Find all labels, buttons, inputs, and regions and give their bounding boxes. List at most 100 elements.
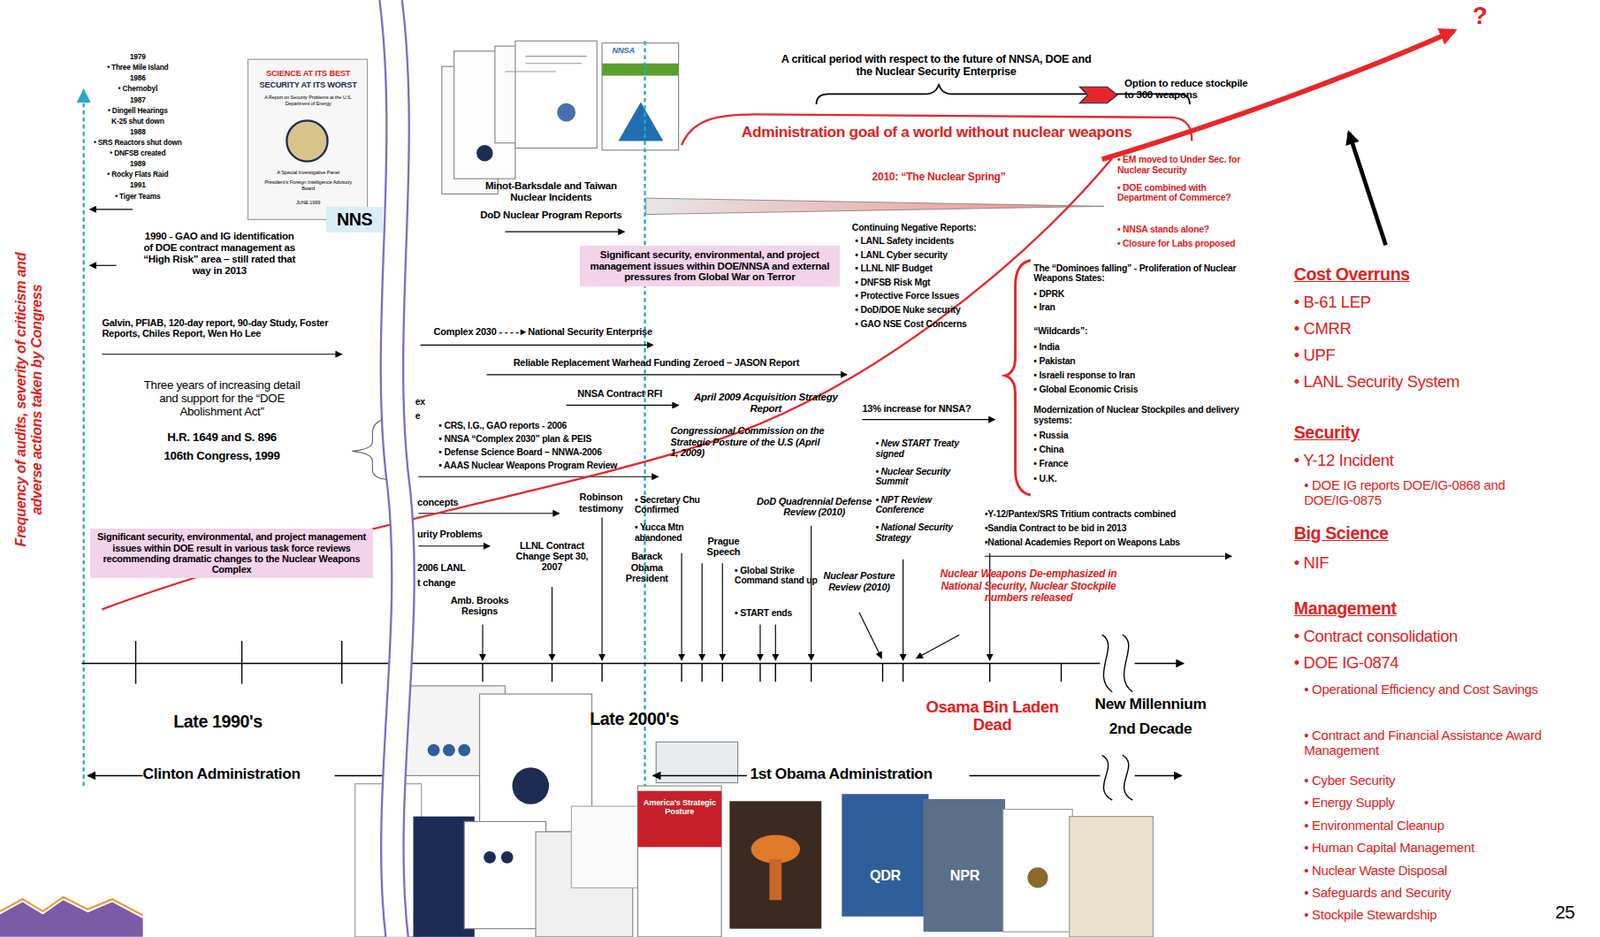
logo-mountain (0, 897, 144, 916)
timeline-label: Osama Bin Laden Dead (907, 698, 1076, 735)
timeline-label: • SRS Reactors shut down (86, 138, 189, 147)
timeline-axi (722, 662, 724, 682)
event-arrow (551, 586, 553, 661)
timeline-axi (1122, 634, 1134, 693)
timeline-label: • Protective Force Issues (854, 290, 1014, 302)
timeline-axi (1060, 662, 1062, 682)
report-cover (525, 55, 587, 57)
event-arrow (487, 373, 847, 375)
timeline-label: • Israeli response to Iran (1033, 370, 1187, 381)
timeline-label: • India (1033, 342, 1187, 353)
timeline-axi (1135, 775, 1182, 777)
timeline-label: • Environmental Cleanup (1303, 818, 1582, 834)
timeline-label: 2010: “The Nuclear Spring” (837, 171, 1042, 184)
timeline-axi (1135, 662, 1184, 664)
event-arrow (916, 634, 960, 659)
timeline-label: • Operational Efficiency and Cost Saving… (1303, 682, 1582, 698)
timeline-label: SECURITY AT ITS WORST (252, 80, 364, 90)
era-break-band (379, 0, 392, 937)
event-arrow (810, 525, 812, 661)
timeline-label: • Rocky Flats Raid (86, 170, 189, 179)
timeline-label: • LANL Security System (1294, 373, 1570, 392)
report-cover (1027, 867, 1048, 888)
event-arrow (984, 556, 1232, 557)
timeline-label: • Global Economic Crisis (1033, 384, 1187, 396)
timeline-label: Amb. Brooks Resigns (441, 594, 519, 618)
timeline-label: • START ends (734, 608, 825, 619)
trend-curve (1102, 30, 1455, 160)
timeline-label: • Y-12 Incident (1294, 451, 1570, 471)
timeline-label: 13% increase for NNSA? (861, 403, 995, 414)
timeline-axi (902, 662, 904, 682)
report-cover (1003, 809, 1073, 933)
timeline-label: • UPF (1294, 346, 1570, 366)
timeline-axi (601, 662, 602, 682)
event-arrow (90, 208, 133, 210)
timeline-axi (341, 640, 343, 684)
timeline-axi (1122, 754, 1134, 800)
report-cover (571, 806, 638, 888)
timeline-label: Nuclear Posture Review (2010) (814, 570, 905, 593)
timeline-label: Clinton Administration (143, 765, 337, 783)
report-cover (464, 821, 546, 929)
timeline-label: • Defense Science Board – NNWA-2006 (438, 447, 669, 458)
note-box: Significant security, environmental, and… (579, 245, 840, 287)
timeline-label: • Pakistan (1033, 356, 1187, 367)
timeline-label: • Stockpile Stewardship (1303, 907, 1582, 923)
timeline-axi (481, 662, 483, 682)
timeline-axi (81, 662, 1100, 664)
timeline-label: •Y-12/Pantex/SRS Tritium contracts combi… (984, 509, 1250, 520)
timeline-axi (969, 775, 1101, 777)
note-text: Significant security, environmental, and… (94, 531, 368, 575)
timeline-axi (241, 640, 243, 684)
timeline-label: • Secretary Chu Confirmed (634, 495, 722, 516)
timeline-label: ? (1472, 1, 1504, 30)
timeline-label: • Nuclear Security Summit (875, 466, 980, 488)
timeline-label: 25 (1554, 901, 1590, 922)
timeline-label: • LANL Safety incidents (854, 236, 1014, 247)
timeline-label: Frequency of audits, severity of critici… (12, 226, 45, 573)
event-arrow (861, 419, 995, 420)
timeline-label: • Energy Supply (1303, 795, 1582, 811)
event-arrow (418, 545, 490, 547)
report-cover (841, 793, 929, 917)
timeline-label: • NIF (1294, 554, 1570, 573)
timeline-label: A critical period with respect to the fu… (775, 53, 1098, 78)
timeline-label: 106th Congress, 1999 (143, 449, 302, 464)
timeline-axi (882, 662, 884, 682)
era-break-band (379, 0, 414, 937)
timeline-label: • LLNL NIF Budget (854, 263, 1014, 275)
event-arrow (566, 404, 679, 406)
timeline-label: • New START Treaty signed (875, 438, 980, 459)
timeline-label: Robinson testimony (569, 491, 633, 514)
timeline-label: Administration goal of a world without n… (726, 123, 1148, 141)
timeline-label: Continuing Negative Reports: (852, 222, 1016, 234)
timeline-label: • Global Strike Command stand up (734, 565, 825, 587)
note-text: NNS (331, 210, 378, 230)
timeline-label: H.R. 1649 and S. 896 (143, 431, 302, 445)
report-cover (504, 70, 557, 72)
timeline-label: • DOE combined with Department of Commer… (1117, 182, 1256, 204)
timeline-label: Minot-Barksdale and Taiwan Nuclear Incid… (474, 180, 628, 204)
timeline-label: • NNSA stands alone? (1117, 224, 1256, 236)
timeline-label: Big Science (1294, 524, 1519, 544)
timeline-label: Barack Obama President (617, 550, 677, 584)
timeline-label: “Wildcards”: (1033, 326, 1187, 337)
timeline-label: Complex 2030 - - - -►National Security E… (434, 326, 731, 337)
timeline-label: • Three Mile Island (86, 63, 189, 72)
timeline-axi (680, 662, 682, 682)
timeline-label: President's Foreign Intelligence Advisor… (259, 179, 358, 191)
event-arrow (481, 624, 483, 661)
era-break-band (402, 0, 415, 937)
event-arrow (101, 353, 342, 355)
timeline-label: 1986 (86, 74, 189, 83)
timeline-label: • Contract and Financial Assistance Awar… (1303, 728, 1582, 759)
event-arrow (90, 265, 117, 267)
timeline-label: New Millennium (1071, 695, 1230, 713)
timeline-label: • DOE IG reports DOE/IG-0868 and DOE/IG-… (1303, 478, 1549, 509)
event-arrow (722, 563, 724, 661)
timeline-label: • National Security Strategy (875, 522, 980, 543)
report-cover (442, 744, 456, 757)
timeline-label: • GAO NSE Cost Concerns (854, 319, 1014, 330)
